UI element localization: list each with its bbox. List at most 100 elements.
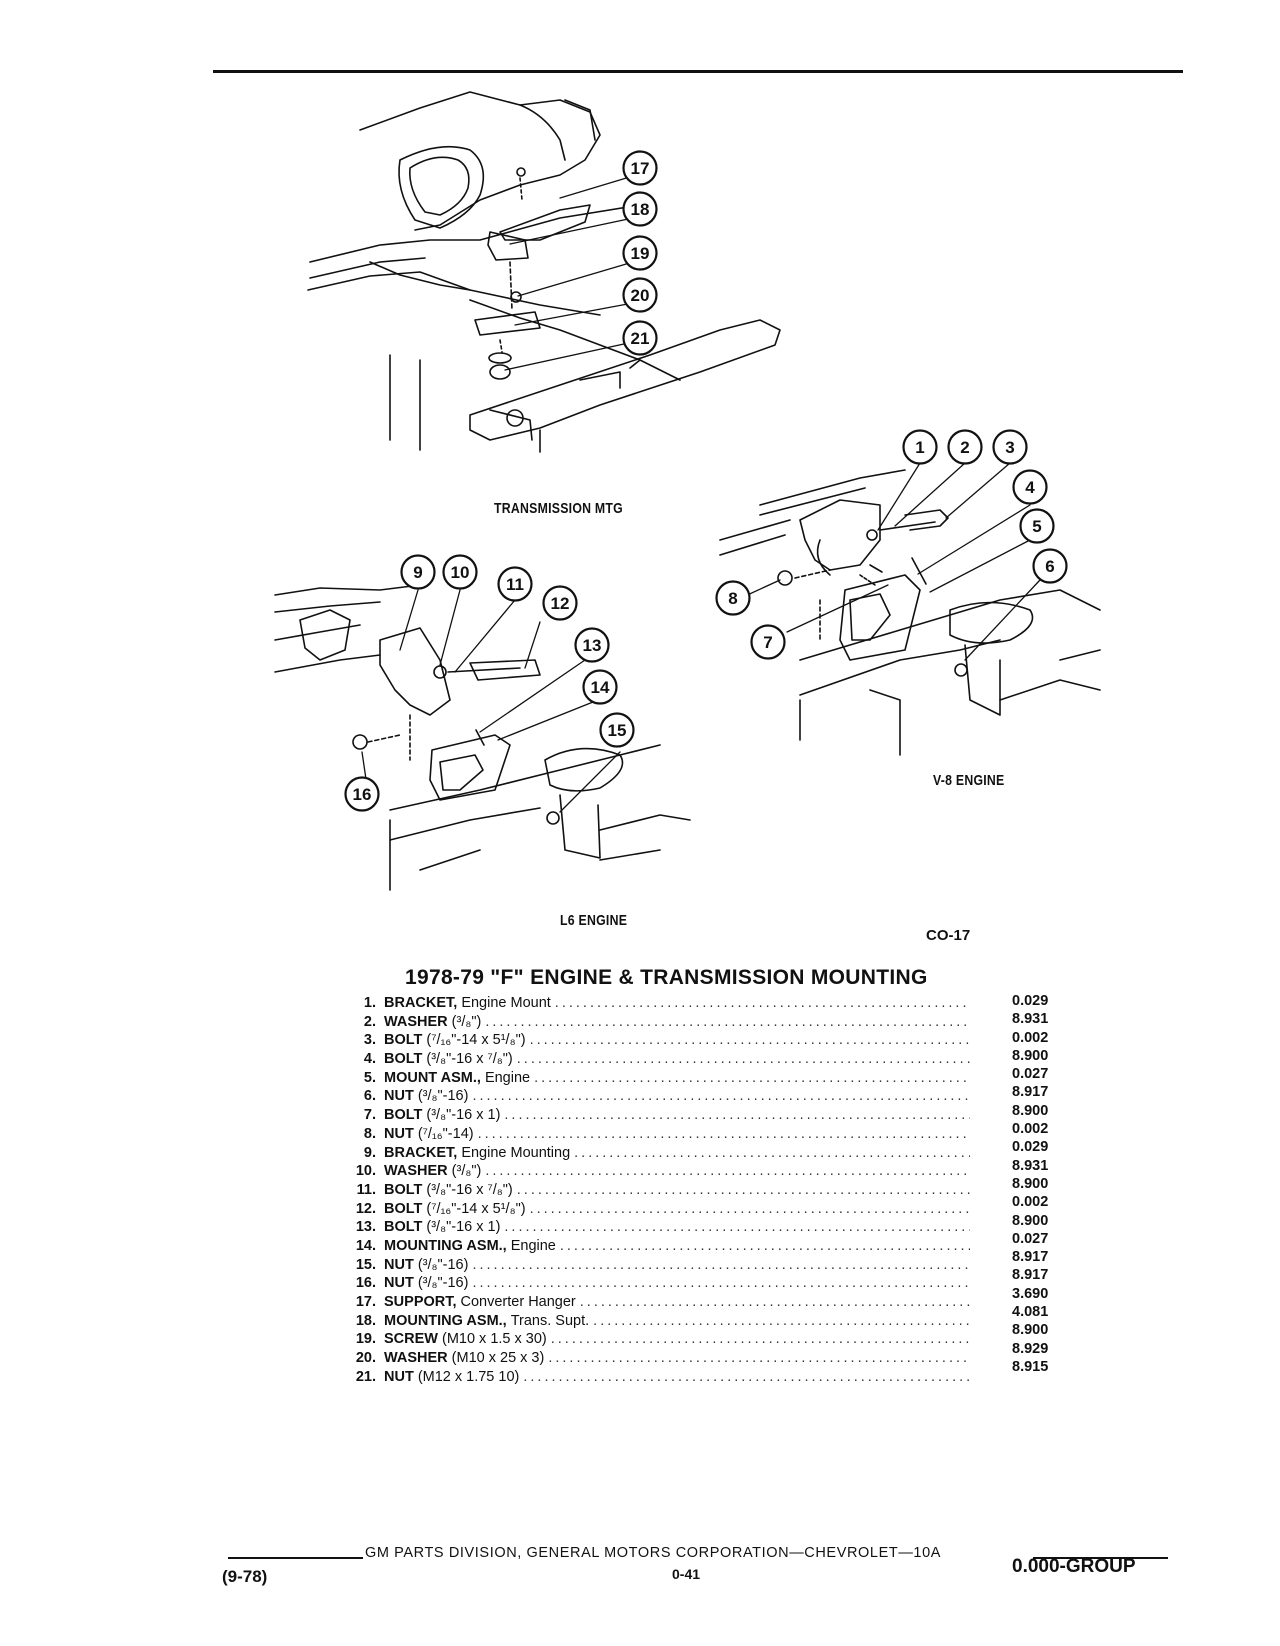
parts-list-item: 15.NUT(³/₈"-16).........................…	[330, 1256, 970, 1275]
callout-1: 1	[902, 429, 938, 465]
part-number: 8.931	[1012, 1157, 1049, 1174]
leader-dots: ........................................…	[504, 1107, 970, 1124]
svg-text:16: 16	[353, 785, 372, 804]
part-number: 0.002	[1012, 1121, 1049, 1138]
item-name: NUT	[384, 1275, 414, 1292]
parts-list-item: 9. BRACKET,Engine Mounting...............…	[330, 1144, 970, 1163]
parts-list-item: 17.SUPPORT,Converter Hanger.............…	[330, 1293, 970, 1312]
item-number: 8.	[363, 1125, 376, 1142]
item-description: Converter Hanger	[460, 1294, 576, 1310]
parts-list-item: 4.BOLT(³/₈"-16 x ⁷/₈")..................…	[330, 1050, 970, 1069]
footer-group: 0.000-GROUP	[1012, 1556, 1136, 1577]
item-description: Engine Mounting	[461, 1144, 571, 1161]
svg-text:12: 12	[551, 594, 570, 613]
leader-dots: ........................................…	[516, 1181, 970, 1198]
svg-text:20: 20	[631, 286, 650, 305]
leader-dots: ........................................…	[579, 1294, 970, 1310]
parts-list-item: 13.BOLT(³/₈"-16 x 1)....................…	[330, 1218, 970, 1237]
l6-mount-drawing	[274, 584, 691, 891]
item-name: WASHER	[384, 1013, 448, 1030]
item-number: 18.	[355, 1312, 376, 1329]
leader-dots: ........................................…	[550, 1331, 970, 1348]
callout-19: 19	[622, 235, 658, 271]
item-name: BOLT	[384, 1107, 423, 1124]
callout-17: 17	[622, 150, 658, 186]
item-number: 12.	[355, 1200, 376, 1217]
svg-text:6: 6	[1045, 557, 1054, 576]
item-description: (³/₈"-16 x 1)	[426, 1219, 501, 1236]
callout-14: 14	[582, 669, 618, 705]
parts-list: 1.BRACKET,Engine Mount..................…	[330, 994, 970, 1386]
svg-text:4: 4	[1025, 478, 1035, 497]
callout-4: 4	[1012, 469, 1048, 505]
caption-transmission-mtg: TRANSMISSION MTG	[494, 500, 623, 517]
footer-rule-left	[228, 1557, 363, 1559]
item-name: BRACKET,	[384, 1144, 458, 1161]
parts-list-item: 18.MOUNTING ASM.,Trans. Supt............…	[330, 1312, 970, 1331]
parts-list-item: 1.BRACKET,Engine Mount..................…	[330, 994, 970, 1013]
parts-list-item: 20.WASHER(M10 x 25 x 3).................…	[330, 1349, 970, 1368]
parts-list-item: 7.BOLT(³/₈"-16 x 1).....................…	[330, 1106, 970, 1125]
leader-dots: ........................................…	[472, 1256, 970, 1273]
part-number: 8.917	[1012, 1084, 1049, 1101]
transmission-mount-drawing	[307, 91, 781, 453]
item-name: WASHER	[384, 1163, 448, 1180]
part-number: 4.081	[1012, 1304, 1049, 1321]
parts-list-item: 10.WASHER(³/₈").........................…	[330, 1162, 970, 1181]
callout-7: 7	[750, 624, 786, 660]
item-number: 3.	[363, 1032, 376, 1049]
parts-list-item: 16.NUT(³/₈"-16).........................…	[330, 1274, 970, 1293]
callout-2: 2	[947, 429, 983, 465]
callout-8: 8	[715, 580, 751, 616]
item-description: (M12 x 1.75 10)	[417, 1368, 520, 1385]
item-number: 15.	[355, 1256, 376, 1273]
caption-l6-engine: L6 ENGINE	[560, 912, 628, 929]
item-name: NUT	[384, 1125, 414, 1142]
item-description: (³/₈"-16)	[417, 1088, 469, 1105]
parts-list-item: 11.BOLT(³/₈"-16 x ⁷/₈").................…	[330, 1181, 970, 1200]
item-description: (³/₈")	[451, 1013, 482, 1030]
callout-9: 9	[400, 554, 436, 590]
svg-text:8: 8	[728, 589, 737, 608]
leader-dots: ........................................…	[523, 1368, 970, 1385]
leader-dots: ........................................…	[472, 1088, 970, 1105]
item-name: BOLT	[384, 1219, 423, 1236]
leader-dots: ........................................…	[485, 1013, 970, 1030]
v8-mount-drawing	[719, 469, 1101, 756]
part-number: 8.917	[1012, 1267, 1049, 1284]
item-name: MOUNTING ASM.,	[384, 1312, 507, 1329]
item-description: (³/₈"-16 x 1)	[426, 1107, 501, 1124]
leader-dots: ........................................…	[529, 1032, 970, 1049]
callout-12: 12	[542, 585, 578, 621]
leader-dots: ........................................…	[516, 1051, 970, 1068]
item-number: 11.	[356, 1181, 376, 1198]
item-description: Engine	[484, 1069, 531, 1086]
svg-text:3: 3	[1005, 438, 1014, 457]
item-description: Trans. Supt.	[510, 1312, 590, 1329]
item-description: (⁷/₁₆"-14 x 5¹/₈")	[426, 1200, 526, 1217]
item-description: (⁷/₁₆"-14 x 5¹/₈")	[426, 1032, 526, 1049]
callout-20: 20	[622, 277, 658, 313]
item-number: 6.	[363, 1088, 376, 1105]
svg-text:17: 17	[631, 159, 650, 178]
parts-list-item: 14.MOUNTING ASM.,Engine.................…	[330, 1237, 970, 1256]
item-name: NUT	[384, 1368, 414, 1385]
svg-text:9: 9	[413, 563, 422, 582]
item-number: 5.	[363, 1069, 376, 1086]
callout-13: 13	[574, 627, 610, 663]
parts-list-item: 5.MOUNT ASM.,Engine.....................…	[330, 1069, 970, 1088]
figure-number: CO-17	[926, 927, 971, 944]
footer-rule-right	[1033, 1557, 1168, 1559]
callout-10: 10	[442, 554, 478, 590]
leader-dots: ........................................…	[529, 1200, 970, 1217]
item-description: (⁷/₁₆"-14)	[417, 1125, 474, 1142]
item-name: MOUNTING ASM.,	[384, 1237, 507, 1254]
callout-15: 15	[599, 712, 635, 748]
svg-text:7: 7	[763, 633, 772, 652]
item-number: 4.	[363, 1051, 376, 1068]
item-number: 9.	[363, 1144, 376, 1161]
item-name: BRACKET,	[384, 995, 458, 1011]
leader-dots: ........................................…	[574, 1144, 970, 1161]
